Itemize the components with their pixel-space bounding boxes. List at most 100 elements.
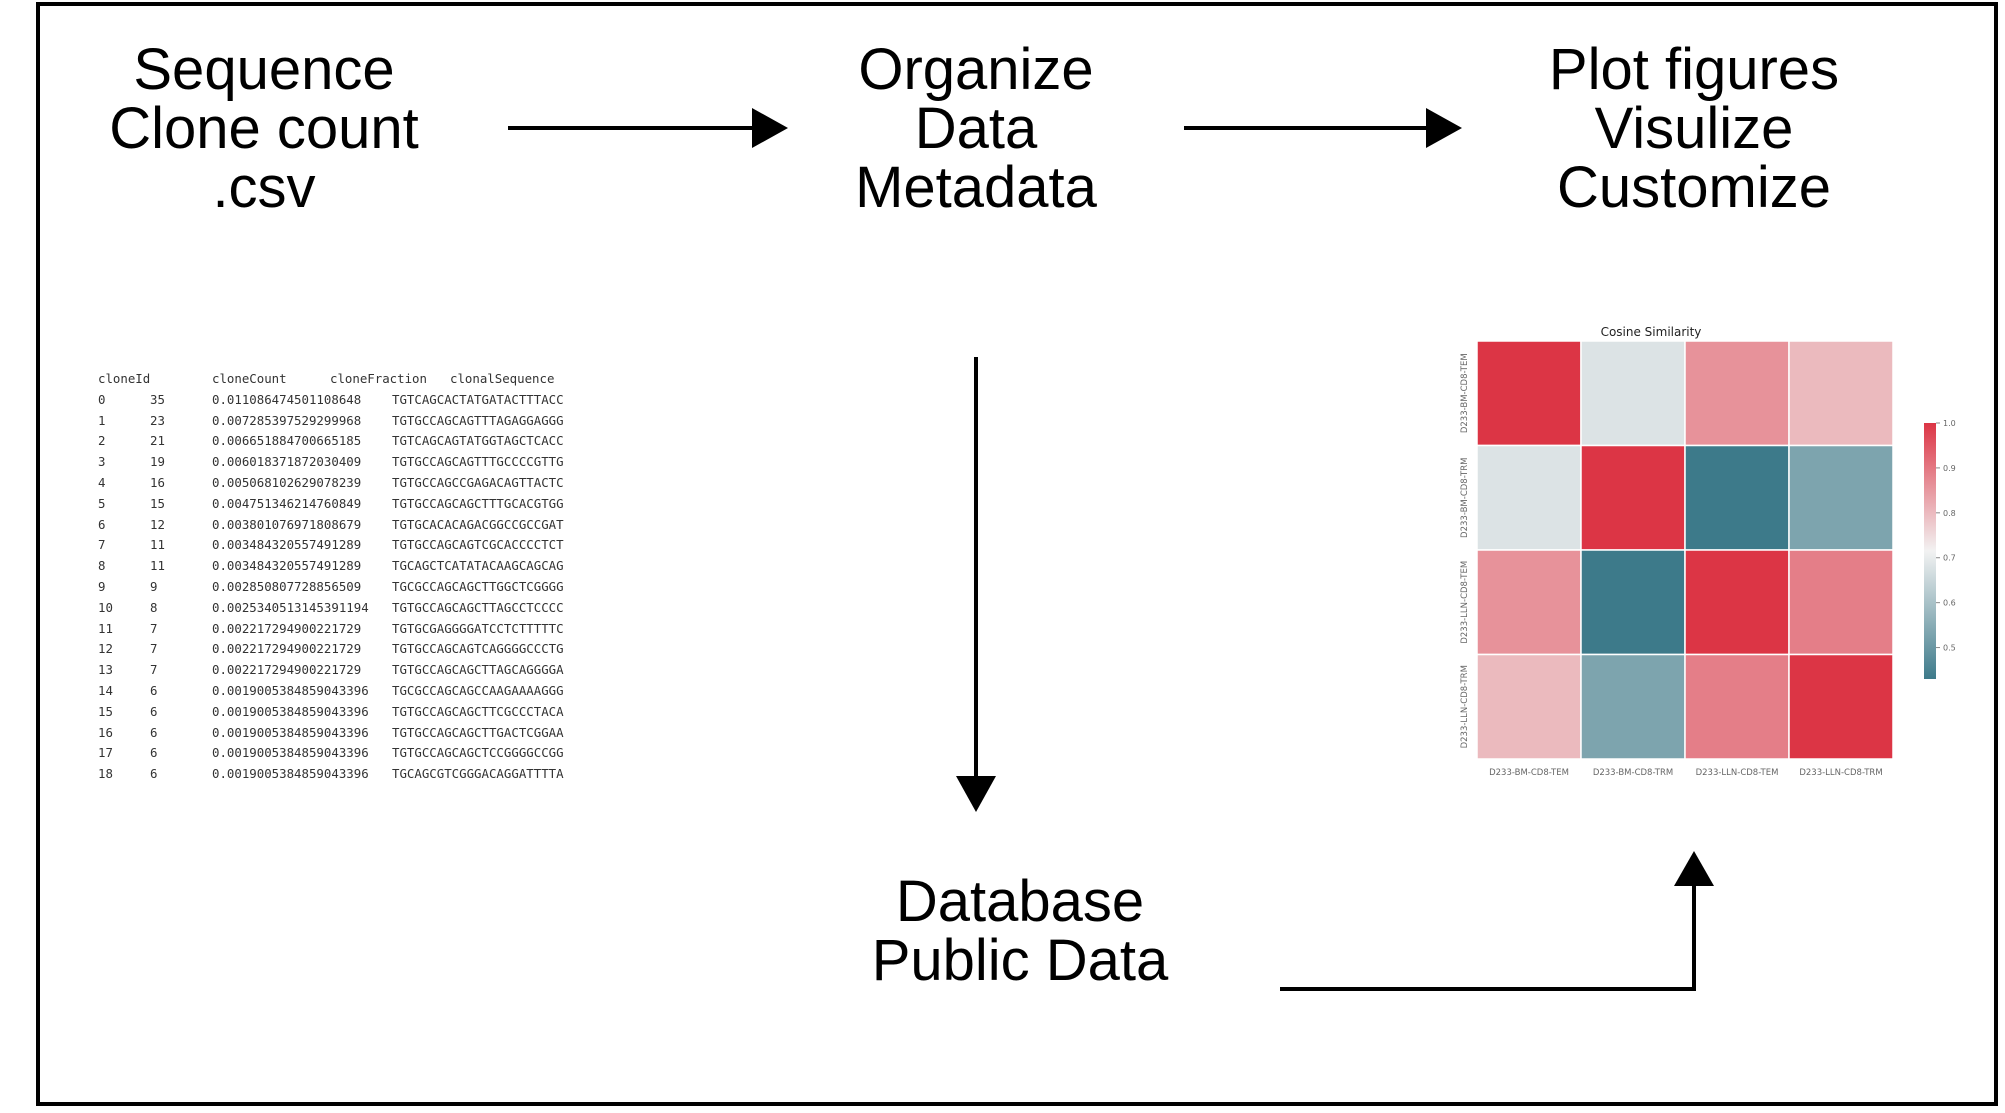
heatmap-cell bbox=[1580, 444, 1686, 551]
csv-cell-clone-count: 6 bbox=[150, 682, 158, 698]
csv-cell-clone-count: 16 bbox=[150, 474, 165, 490]
colorbar-tick-label: 0.9 bbox=[1943, 464, 1956, 473]
csv-cell-clone-count: 11 bbox=[150, 537, 165, 553]
arrow-input-to-organize bbox=[508, 108, 788, 148]
colorbar-tick-label: 0.5 bbox=[1943, 644, 1956, 653]
csv-cell-clone-id: 10 bbox=[98, 599, 113, 615]
step-organize: Organize Data Metadata bbox=[776, 40, 1176, 217]
csv-cell-clone-id: 16 bbox=[98, 724, 113, 740]
csv-header-clone-count: cloneCount bbox=[212, 371, 287, 386]
csv-cell-clone-fraction: 0.002850807728856509 bbox=[212, 578, 362, 594]
csv-cell-clonal-sequence: TGTGCGAGGGGATCCTCTTTTTC bbox=[392, 620, 564, 636]
step-organize-line-1: Organize bbox=[858, 37, 1094, 102]
csv-cell-clone-count: 6 bbox=[150, 766, 158, 782]
csv-cell-clone-fraction: 0.003484320557491289 bbox=[212, 537, 362, 553]
step-plot: Plot figures Visulize Customize bbox=[1494, 40, 1894, 217]
csv-cell-clone-id: 3 bbox=[98, 454, 106, 470]
csv-cell-clone-fraction: 0.002217294900221729 bbox=[212, 641, 362, 657]
csv-cell-clone-id: 12 bbox=[98, 641, 113, 657]
csv-cell-clone-fraction: 0.0025340513145391194 bbox=[212, 599, 369, 615]
csv-cell-clone-id: 1 bbox=[98, 412, 106, 428]
csv-cell-clonal-sequence: TGTGCCAGCAGTCAGGGGCCCTG bbox=[392, 641, 564, 657]
heatmap-cell bbox=[1476, 549, 1582, 656]
colorbar bbox=[1924, 423, 1936, 679]
heatmap-cell bbox=[1684, 340, 1790, 447]
step-organize-line-2: Data bbox=[914, 96, 1038, 161]
csv-cell-clone-id: 6 bbox=[98, 516, 106, 532]
colorbar-tick-label: 1.0 bbox=[1943, 419, 1956, 428]
csv-cell-clone-id: 0 bbox=[98, 391, 106, 407]
csv-cell-clone-id: 13 bbox=[98, 662, 113, 678]
heatmap-x-label: D233-LLN-CD8-TEM bbox=[1696, 768, 1779, 778]
csv-cell-clonal-sequence: TGTGCCAGCAGCTTAGCAGGGGA bbox=[392, 662, 564, 678]
csv-cell-clonal-sequence: TGCGCCAGCAGCTTGGCTCGGGG bbox=[392, 578, 564, 594]
csv-cell-clonal-sequence: TGTGCCAGCAGCTTAGCCTCCCC bbox=[392, 599, 564, 615]
csv-cell-clone-count: 7 bbox=[150, 662, 158, 678]
arrow-organize-to-plot bbox=[1184, 108, 1462, 148]
csv-cell-clone-count: 23 bbox=[150, 412, 165, 428]
csv-cell-clone-id: 5 bbox=[98, 495, 106, 511]
csv-cell-clone-fraction: 0.002217294900221729 bbox=[212, 662, 362, 678]
csv-cell-clone-fraction: 0.006018371872030409 bbox=[212, 454, 362, 470]
csv-cell-clone-id: 9 bbox=[98, 578, 106, 594]
csv-cell-clonal-sequence: TGCGCCAGCAGCCAAGAAAAGGG bbox=[392, 682, 564, 698]
csv-cell-clonal-sequence: TGTGCCAGCAGCTTGACTCGGAA bbox=[392, 724, 564, 740]
csv-cell-clone-count: 19 bbox=[150, 454, 165, 470]
csv-cell-clone-count: 15 bbox=[150, 495, 165, 511]
csv-cell-clone-id: 14 bbox=[98, 682, 113, 698]
step-database-line-1: Database bbox=[895, 869, 1145, 934]
csv-cell-clone-fraction: 0.006651884700665185 bbox=[212, 433, 362, 449]
csv-cell-clonal-sequence: TGTGCCAGCAGCTCCGGGGCCGG bbox=[392, 745, 564, 761]
csv-cell-clone-count: 35 bbox=[150, 391, 165, 407]
csv-cell-clone-id: 11 bbox=[98, 620, 113, 636]
csv-cell-clonal-sequence: TGTGCCAGCAGTCGCACCCCTCT bbox=[392, 537, 564, 553]
diagram-frame bbox=[36, 2, 1998, 1106]
heatmap-cell bbox=[1476, 653, 1582, 760]
csv-cell-clone-fraction: 0.0019005384859043396 bbox=[212, 766, 369, 782]
step-input-line-2: Clone count bbox=[109, 96, 419, 161]
heatmap-cell bbox=[1684, 444, 1790, 551]
colorbar-tick-label: 0.8 bbox=[1943, 509, 1956, 518]
step-input-files: Sequence Clone count .csv bbox=[64, 40, 464, 217]
arrow-database-to-plot bbox=[1280, 851, 1714, 991]
step-plot-line-1: Plot figures bbox=[1548, 37, 1840, 102]
heatmap-cell bbox=[1788, 549, 1894, 656]
heatmap-y-label: D233-BM-CD8-TRM bbox=[1460, 458, 1470, 538]
csv-cell-clonal-sequence: TGTCAGCACTATGATACTTTACC bbox=[392, 391, 564, 407]
csv-cell-clone-fraction: 0.0019005384859043396 bbox=[212, 682, 369, 698]
csv-cell-clone-count: 7 bbox=[150, 641, 158, 657]
step-input-line-3: .csv bbox=[212, 155, 316, 220]
csv-cell-clonal-sequence: TGTGCACACAGACGGCCGCCGAT bbox=[392, 516, 564, 532]
csv-cell-clone-count: 9 bbox=[150, 578, 158, 594]
csv-cell-clone-fraction: 0.005068102629078239 bbox=[212, 474, 362, 490]
csv-cell-clonal-sequence: TGTGCCAGCAGCTTTGCACGTGG bbox=[392, 495, 564, 511]
csv-cell-clonal-sequence: TGTGCCAGCAGCTTCGCCCTACA bbox=[392, 703, 564, 719]
csv-cell-clonal-sequence: TGTGCCAGCAGTTTGCCCCGTTG bbox=[392, 454, 564, 470]
csv-cell-clone-id: 4 bbox=[98, 474, 106, 490]
heatmap-cell bbox=[1476, 444, 1582, 551]
step-organize-line-3: Metadata bbox=[855, 155, 1097, 220]
csv-cell-clone-fraction: 0.0019005384859043396 bbox=[212, 703, 369, 719]
csv-cell-clone-count: 6 bbox=[150, 724, 158, 740]
csv-cell-clonal-sequence: TGCAGCGTCGGGACAGGATTTTA bbox=[392, 766, 564, 782]
csv-cell-clone-id: 7 bbox=[98, 537, 106, 553]
heatmap-cell bbox=[1684, 549, 1790, 656]
csv-cell-clone-fraction: 0.003801076971808679 bbox=[212, 516, 362, 532]
heatmap-x-label: D233-LLN-CD8-TRM bbox=[1799, 768, 1882, 778]
heatmap-cell bbox=[1580, 549, 1686, 656]
csv-cell-clone-id: 15 bbox=[98, 703, 113, 719]
csv-cell-clone-id: 18 bbox=[98, 766, 113, 782]
csv-cell-clone-fraction: 0.003484320557491289 bbox=[212, 558, 362, 574]
csv-cell-clone-fraction: 0.011086474501108648 bbox=[212, 391, 362, 407]
csv-cell-clone-count: 6 bbox=[150, 745, 158, 761]
heatmap-x-label: D233-BM-CD8-TRM bbox=[1593, 768, 1673, 778]
colorbar-tick-label: 0.7 bbox=[1943, 554, 1956, 563]
csv-cell-clone-count: 6 bbox=[150, 703, 158, 719]
csv-cell-clone-id: 8 bbox=[98, 558, 106, 574]
step-database-line-2: Public Data bbox=[871, 928, 1169, 993]
csv-cell-clonal-sequence: TGTGCCAGCAGTTTAGAGGAGGG bbox=[392, 412, 564, 428]
csv-cell-clone-fraction: 0.004751346214760849 bbox=[212, 495, 362, 511]
heatmap-cell bbox=[1684, 653, 1790, 760]
heatmap-title: Cosine Similarity bbox=[1601, 325, 1702, 339]
